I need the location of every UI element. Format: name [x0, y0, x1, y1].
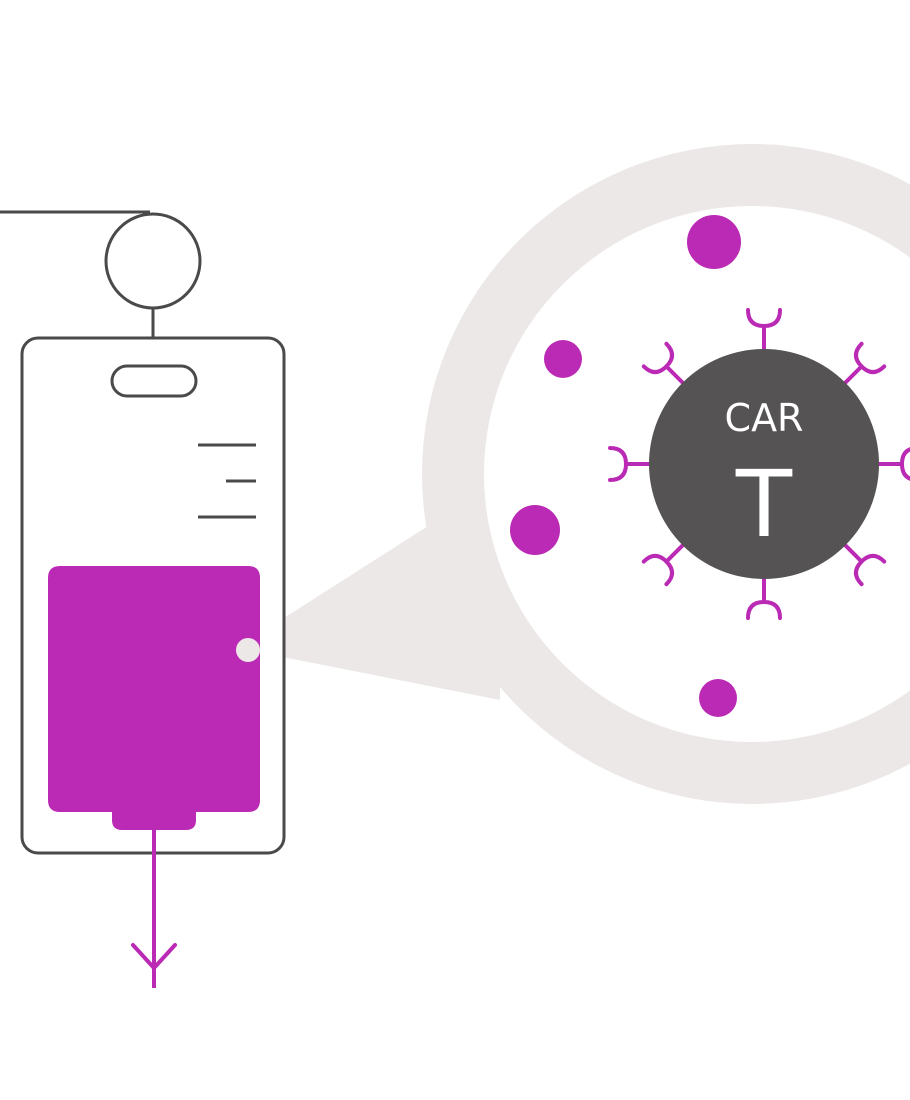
dot-icon [544, 340, 582, 378]
receptor-icon [641, 341, 687, 387]
dot-icon [510, 505, 560, 555]
receptor-icon [841, 341, 887, 387]
receptors [608, 308, 910, 620]
receptor-icon [746, 574, 782, 620]
infusion-arrow-icon [131, 830, 177, 988]
receptor-icon [746, 308, 782, 354]
bag-hanger-slot [110, 364, 198, 398]
iv-hanger [0, 210, 202, 338]
receptor-icon [641, 541, 687, 587]
iv-bag [20, 336, 286, 855]
bag-fluid [48, 566, 260, 830]
receptor-icon [608, 446, 654, 482]
dot-icon [687, 215, 741, 269]
arrow-head [131, 943, 177, 970]
cell-body [649, 349, 879, 579]
cell-label-top: CAR [725, 396, 804, 440]
receptor-icon [874, 446, 910, 482]
hanger-ring [104, 212, 202, 310]
receptor-icon [841, 541, 887, 587]
car-t-cell-icon: CAR T [649, 349, 879, 579]
particles [510, 215, 741, 717]
dot-icon [699, 679, 737, 717]
cell-label-main: T [735, 451, 793, 558]
bubble-tail-tip [236, 638, 260, 662]
